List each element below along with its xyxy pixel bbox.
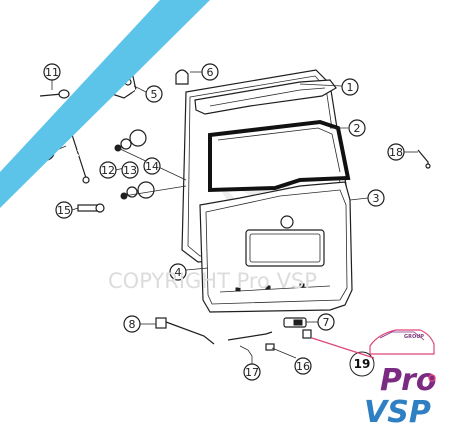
- callout-label: 17: [245, 366, 259, 379]
- callout-3: 3: [367, 189, 385, 207]
- callout-15: 15: [55, 201, 73, 219]
- small-clip: [265, 343, 275, 351]
- ball-stud: [39, 80, 70, 99]
- callout-label: 12: [101, 164, 115, 177]
- callout-19-leader: [311, 337, 375, 359]
- callout-label: 3: [373, 192, 380, 205]
- callout-label: 19: [354, 357, 371, 371]
- bolt: [77, 203, 105, 213]
- copyright-watermark: COPYRIGHT Pro VSP: [108, 269, 317, 293]
- callout-label: 13: [123, 164, 137, 177]
- callout-14: 14: [143, 157, 161, 175]
- callout-1: 1: [341, 78, 359, 96]
- callout-19: [349, 351, 375, 377]
- callout-label: 11: [45, 66, 59, 79]
- callout-16: 16: [294, 357, 312, 375]
- brand-logo: 19 GROUP Pro VSP: [311, 329, 436, 430]
- handle-switch: [283, 317, 307, 328]
- brand-pro: Pro: [380, 363, 436, 398]
- banner-stripe: [0, 0, 210, 208]
- tailgate-body: [199, 181, 353, 313]
- pin: [417, 149, 431, 169]
- callout-label: 2: [354, 122, 361, 135]
- callout-label: 7: [323, 316, 330, 329]
- brand-group-label: GROUP: [404, 334, 424, 340]
- callout-12: 12: [99, 161, 117, 179]
- callout-2: 2: [348, 119, 366, 137]
- callout-7: 7: [317, 313, 335, 331]
- brand-vsp: VSP: [364, 395, 431, 430]
- callout-18: 18: [387, 143, 405, 161]
- callout-4: 4: [169, 263, 187, 281]
- callout-label: 16: [296, 360, 310, 373]
- spoiler: [194, 79, 337, 115]
- callout-label: 14: [145, 160, 159, 173]
- car-window-icon: [379, 331, 425, 341]
- callout-11: 11: [43, 63, 61, 81]
- callout-17: 17: [243, 363, 261, 381]
- callout-5: 5: [145, 85, 163, 103]
- callout-label: 5: [151, 88, 158, 101]
- release-cable: [227, 331, 273, 357]
- callout-label: 4: [175, 266, 182, 279]
- bushing-set: [114, 129, 187, 200]
- callout-13: 13: [121, 161, 139, 179]
- clip-6: [175, 69, 189, 85]
- rear-glass: [208, 119, 351, 193]
- microswitch: [302, 329, 312, 339]
- car-outline-icon: [369, 329, 435, 355]
- callout-label: 18: [389, 146, 403, 159]
- callout-label: 6: [207, 66, 214, 79]
- lock-rod: [155, 317, 215, 345]
- callout-label: 15: [57, 204, 71, 217]
- brand-dot-icon: [428, 374, 436, 382]
- callout-6: 6: [201, 63, 219, 81]
- callout-label: 1: [347, 81, 354, 94]
- callout-label: 8: [129, 318, 136, 331]
- callout-8: 8: [123, 315, 141, 333]
